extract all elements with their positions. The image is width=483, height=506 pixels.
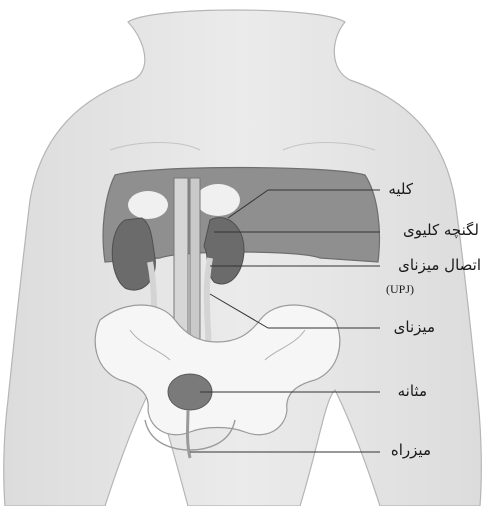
label-ureter: میزنای: [394, 318, 435, 336]
label-renal-pelvis: لگنچه کلیوی: [403, 221, 479, 239]
label-upj-abbr: (UPJ): [386, 282, 414, 297]
label-upj: اتصال میزنای: [398, 256, 481, 274]
left-adrenal: [128, 191, 168, 219]
label-kidney: کلیه: [388, 180, 413, 198]
left-kidney: [112, 218, 155, 290]
vena-cava: [190, 178, 200, 348]
label-bladder: مثانه: [398, 382, 427, 400]
label-urethra: میزراه: [391, 441, 431, 459]
right-adrenal: [196, 184, 240, 216]
